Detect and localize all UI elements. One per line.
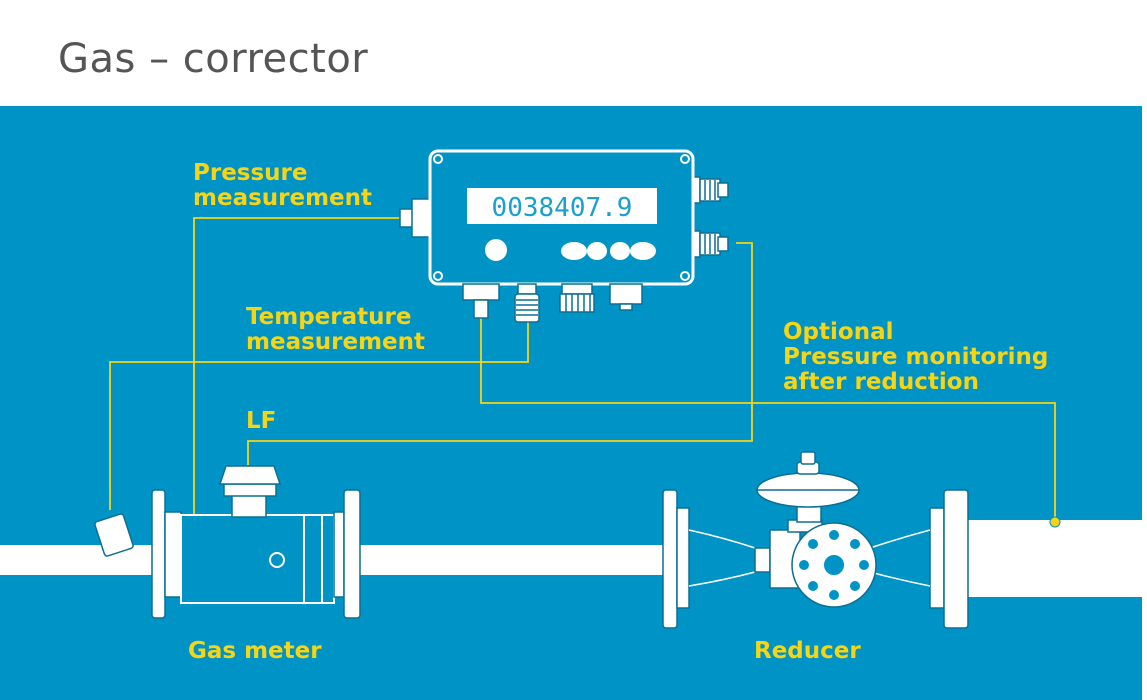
gas-meter <box>151 465 361 619</box>
optional-tap-dot <box>1049 516 1061 528</box>
pipe-right <box>968 520 1142 597</box>
page-title: Gas – corrector <box>58 36 369 82</box>
temperature-sensor-icon <box>94 513 134 557</box>
header: Gas – corrector <box>0 0 1147 106</box>
pressure-label-line2: measurement <box>193 185 372 211</box>
optional-label-line3: after reduction <box>783 369 979 395</box>
round-button <box>485 239 507 261</box>
pressure-wire <box>193 217 402 541</box>
pipe-middle <box>360 545 663 575</box>
key-button-1 <box>561 242 587 260</box>
key-button-4 <box>630 242 656 260</box>
counter-display <box>467 188 657 224</box>
temperature-label-line2: measurement <box>246 329 425 355</box>
optional-label-line1: Optional <box>783 319 893 345</box>
signal-wires <box>109 217 1056 541</box>
temperature-wire <box>109 322 529 510</box>
counter-value: 0038407.9 <box>492 193 633 223</box>
pressure-label-line1: Pressure <box>193 160 308 186</box>
lf-label: LF <box>246 408 276 434</box>
gas-meter-label: Gas meter <box>188 638 322 664</box>
reducer <box>662 451 969 629</box>
key-button-3 <box>610 242 630 260</box>
reducer-label: Reducer <box>754 638 861 664</box>
temperature-label-line1: Temperature <box>246 304 411 330</box>
lf-wire <box>247 242 753 465</box>
corrector-device: 0038407.9 <box>399 149 729 323</box>
key-button-2 <box>587 242 607 260</box>
labels: Pressure measurement Temperature measure… <box>188 160 1048 664</box>
optional-pressure-wire <box>480 318 1056 521</box>
optional-label-line2: Pressure monitoring <box>783 344 1048 370</box>
